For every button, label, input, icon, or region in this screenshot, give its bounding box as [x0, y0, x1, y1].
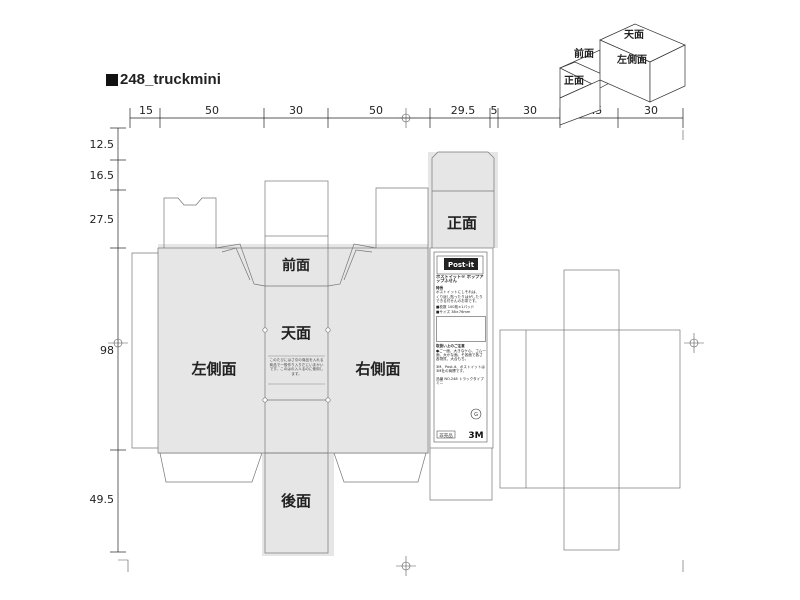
registration-marks: [108, 108, 704, 576]
product-code: 品番 NO.248 トラックタイプミニ: [436, 376, 484, 386]
cut-lines: [131, 151, 681, 554]
back-face-fill: [262, 448, 334, 556]
not-for-sale-badge: 非売品: [439, 432, 453, 439]
face-label-right-side: 右側面: [355, 360, 400, 378]
package-panel: Post-it ポストイット® ポップアップふせん 特長 ポストイットにしそれは…: [433, 251, 488, 443]
recycle-mark-label: G: [474, 412, 478, 418]
product-name: ポストイット® ポップアップふせん: [436, 275, 484, 284]
face-label-front-top: 前面: [282, 257, 310, 274]
isometric-box: [559, 23, 686, 126]
illustration-box: [436, 316, 486, 343]
dim-top-8: 30: [644, 104, 658, 117]
iso-labels: 天面 前面 左側面 正面: [564, 29, 647, 87]
package-text: ポストイット® ポップアップふせん 特長 ポストイットにしそれは、 くり返し貼っ…: [436, 275, 486, 437]
usage-heading: 取扱い上のご注意: [436, 344, 465, 349]
face-labels: 前面 天面 左側面 右側面 後面 正面: [190, 214, 477, 510]
left-dimension-labels: 12.5 16.5 27.5 98 49.5: [90, 138, 115, 506]
recycle-mark: [470, 408, 482, 420]
dim-left-4: 49.5: [90, 493, 115, 506]
size-line: ■枚数 100枚×1パッド: [436, 305, 475, 310]
template-title: 248_truckmini: [106, 71, 221, 88]
dim-left-0: 12.5: [90, 138, 115, 151]
main-face-fill: [158, 244, 430, 454]
3m-logo: 3M: [468, 431, 483, 441]
dim-top-3: 50: [369, 104, 383, 117]
dim-left-2: 27.5: [90, 213, 115, 226]
iso-label-left-side: 左側面: [616, 53, 647, 66]
dim-top-2: 30: [289, 104, 303, 117]
usage-text: ●ご一面、大きなケ心、ゴム一面、大かな面。そ各面で各さ各物質、大合もち。: [436, 348, 486, 362]
dim-left-1: 16.5: [90, 169, 115, 182]
front-face-fill: [428, 152, 498, 248]
dim-top-5: 5: [491, 104, 498, 117]
iso-label-front-side: 前面: [574, 47, 594, 60]
template-title-text: 248_truckmini: [120, 71, 221, 88]
face-label-top: 天面: [281, 324, 311, 342]
dim-top-4: 29.5: [451, 104, 476, 117]
spec-heading: 特長: [436, 285, 444, 290]
iso-label-front: 正面: [564, 75, 584, 87]
face-label-left-side: 左側面: [190, 360, 236, 378]
dim-left-3: 98: [100, 344, 114, 357]
fold-markers: [262, 327, 331, 403]
face-fills: [158, 152, 498, 556]
dim-top-0: 15: [139, 104, 153, 117]
spec-line-2: できる付せんのお茶です。: [436, 299, 479, 304]
left-dimension-lines: [110, 127, 126, 553]
dim-top-6: 30: [523, 104, 537, 117]
face-label-back: 後面: [280, 492, 311, 510]
dim-top-1: 50: [205, 104, 219, 117]
spec-line-1: くり返し貼ったりはがしたり: [436, 294, 483, 299]
spec-line-0: ポストイットにしそれは、: [436, 290, 480, 295]
size-line-2: ■サイズ 38×76mm: [436, 309, 471, 314]
title-marker: [106, 73, 118, 86]
top-panel-note: このたびにはさ引の商品を入れる商品で一般作り入りだにいまかいです。このはの入人る…: [268, 355, 325, 385]
face-label-front: 正面: [447, 214, 477, 232]
brand-logo: Post-it: [448, 261, 475, 269]
brand-logo-bg: [444, 258, 478, 270]
maker-note: 3M、Post-it、ポストイットは3M社の商標です。: [436, 364, 485, 374]
iso-label-top: 天面: [624, 29, 644, 41]
top-panel-note-text: このたびにはさ引の商品を入れる商品で一般作り入りだにいまかいです。このはの入人る…: [269, 358, 324, 376]
